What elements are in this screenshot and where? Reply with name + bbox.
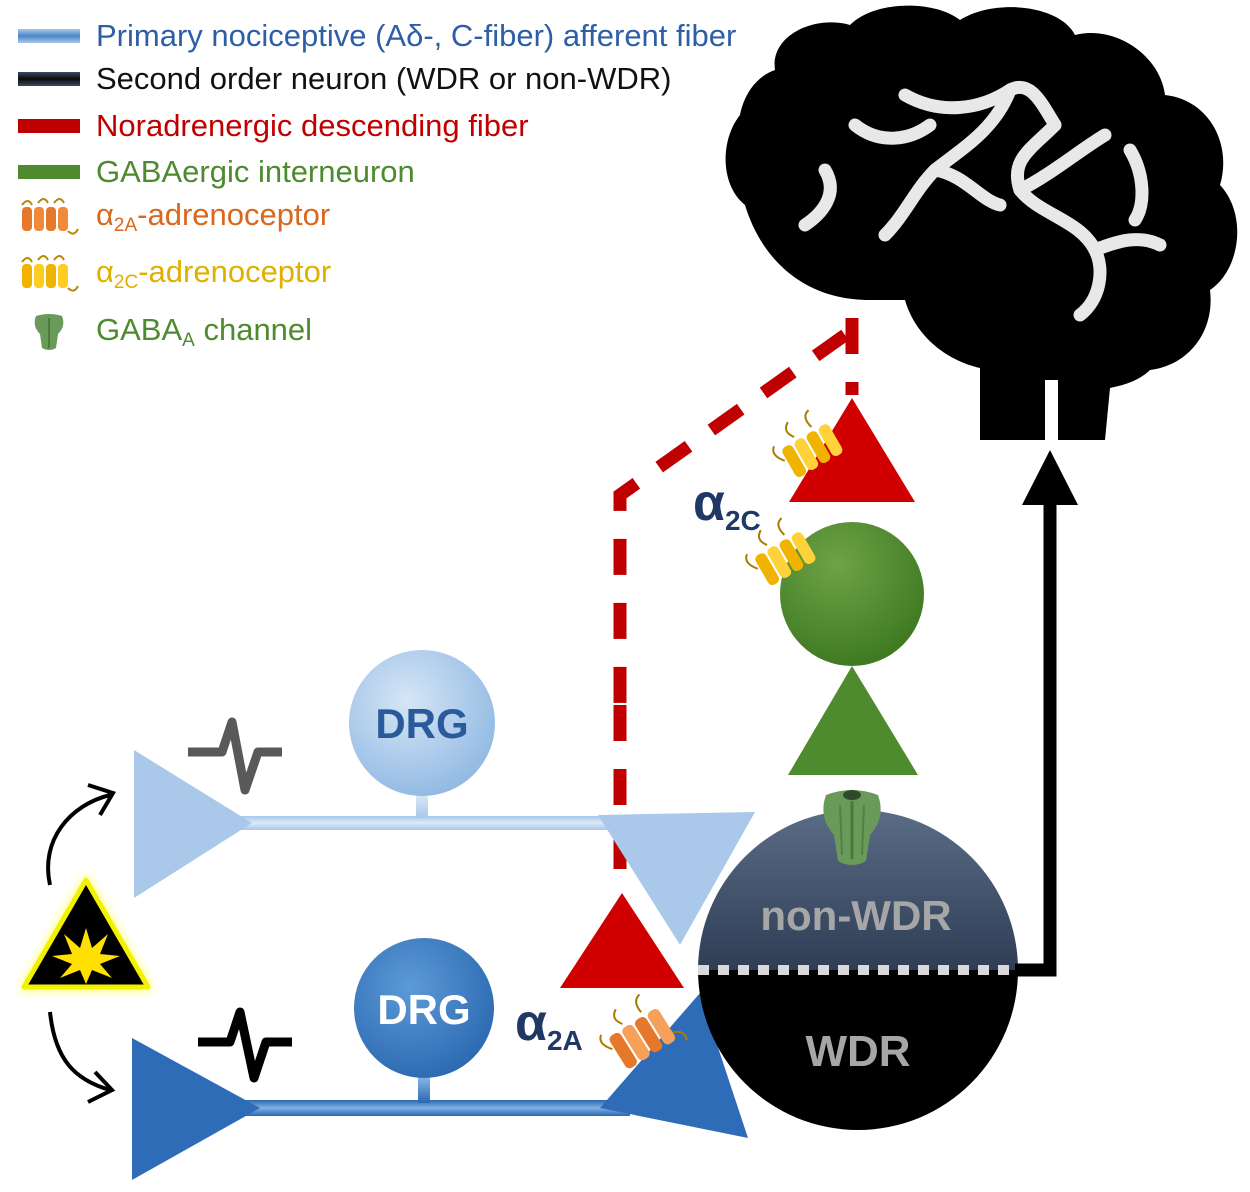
legend-gaba-a: GABAA channel [18, 310, 312, 354]
noradrenergic-terminal-top [789, 398, 915, 502]
legend-second-order: Second order neuron (WDR or non-WDR) [18, 57, 671, 101]
alpha2a-receptor [599, 993, 688, 1069]
primary-afferent-top-terminal [598, 812, 755, 945]
stimulus-arrow-up [46, 793, 111, 886]
drg-top-body [349, 650, 495, 796]
action-potential-icon [188, 717, 282, 795]
noradrenergic-descending-fiber [613, 318, 859, 880]
legend-label-second-order: Second order neuron (WDR or non-WDR) [96, 61, 672, 96]
ascending-arrow [1015, 450, 1078, 977]
stimulus-arrow-down [48, 1011, 111, 1092]
legend-label-gaba-a: GABAA channel [96, 312, 313, 351]
legend-alpha2a: α2A-adrenoceptor [18, 195, 330, 239]
legend-gabaergic: GABAergic interneuron [18, 150, 415, 194]
legend-label-alpha2a: α2A-adrenoceptor [96, 197, 331, 236]
alpha2c-receptor-top [772, 409, 843, 478]
non-wdr-label: non-WDR [760, 892, 951, 939]
gaba-channel-icon [823, 790, 881, 865]
legend-swatch-red [18, 119, 80, 133]
action-potential-icon-bottom [198, 1007, 292, 1083]
gabaergic-interneuron-terminal [788, 666, 918, 775]
drg-bottom-label: DRG [377, 986, 470, 1033]
legend-alpha2c: α2C-adrenoceptor [18, 252, 331, 296]
non-wdr-half [698, 810, 1018, 970]
drg-top-label: DRG [375, 700, 468, 747]
warning-stimulus-icon [20, 875, 152, 990]
alpha2c-label: α2C [693, 474, 761, 536]
legend-label-gabaergic: GABAergic interneuron [96, 154, 415, 189]
alpha2a-label: α2A [515, 994, 583, 1056]
drg-bottom-body [354, 938, 494, 1078]
gaba-channel-icon [18, 312, 80, 352]
wdr-label: WDR [805, 1027, 910, 1076]
legend-swatch-black [18, 72, 80, 86]
legend-primary-afferent: Primary nociceptive (Aδ-, C-fiber) affer… [18, 14, 736, 58]
receptor-yellow-icon [18, 254, 80, 294]
legend-noradrenergic: Noradrenergic descending fiber [18, 104, 529, 148]
legend-label-primary: Primary nociceptive (Aδ-, C-fiber) affer… [96, 18, 737, 53]
legend-swatch-blue [18, 29, 80, 43]
primary-afferent-bottom: DRG [132, 938, 748, 1180]
second-order-neuron: non-WDR WDR [698, 810, 1018, 1130]
wdr-half [698, 970, 1018, 1130]
legend-label-alpha2c: α2C-adrenoceptor [96, 254, 332, 293]
legend: Primary nociceptive (Aδ-, C-fiber) affer… [0, 0, 800, 360]
alpha2c-receptor-interneuron [745, 517, 816, 586]
primary-afferent-top: DRG [134, 650, 755, 945]
legend-label-noradrenergic: Noradrenergic descending fiber [96, 108, 529, 143]
brain-icon [725, 5, 1238, 440]
noradrenergic-terminal-bottom [560, 893, 684, 988]
legend-swatch-green [18, 165, 80, 179]
gabaergic-interneuron-body [780, 522, 924, 666]
receptor-orange-icon [18, 197, 80, 237]
